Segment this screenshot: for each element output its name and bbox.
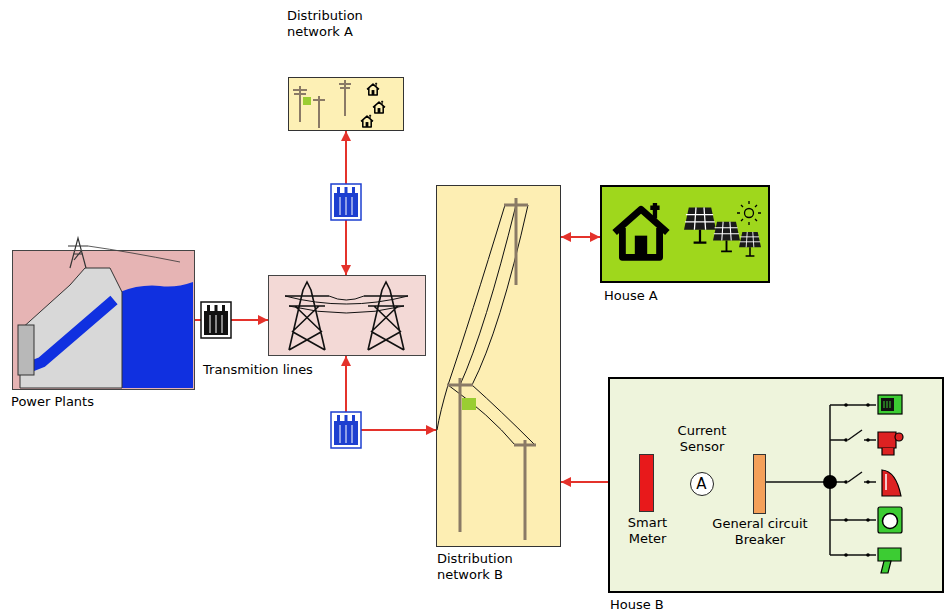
house-icon	[373, 101, 385, 113]
house-box: House A	[600, 185, 770, 283]
house-a-illustration	[615, 201, 761, 257]
sun	[737, 201, 761, 225]
house-b-ground	[608, 377, 944, 593]
sensor-circle: Current SensorA	[690, 472, 714, 496]
node-label: Power Plants	[11, 394, 161, 410]
meter-box: Smart Meter	[639, 454, 654, 512]
house-icon	[615, 203, 668, 257]
node-label: House A	[604, 288, 704, 304]
terminal-dots	[844, 403, 870, 557]
house-a-ground	[600, 185, 770, 283]
node-label: House B	[610, 597, 710, 613]
iron-icon	[882, 470, 901, 496]
node-label: General circuit Breaker	[703, 516, 817, 548]
solar-panel	[739, 232, 761, 256]
sensor-symbol: A	[690, 472, 714, 496]
transmission-towers	[285, 282, 408, 350]
dam-illustration	[18, 238, 193, 388]
pole-transformer	[303, 97, 311, 105]
power-arrow	[561, 236, 600, 238]
house-icon	[367, 83, 379, 95]
wire	[88, 246, 180, 262]
tower	[285, 282, 329, 350]
penstock	[22, 300, 114, 370]
network-box: Distribution network B	[436, 185, 561, 547]
microwave-icon	[878, 395, 902, 414]
distribution-b-illustration	[437, 198, 536, 540]
poles	[293, 80, 351, 128]
node-label: Distribution network B	[437, 551, 537, 583]
node-label: Distribution network A	[287, 8, 387, 40]
node-label: Smart Meter	[620, 515, 675, 547]
breaker-box: General circuit Breaker	[753, 454, 766, 514]
distribution-a-illustration	[293, 80, 385, 128]
transformer-symbol	[331, 184, 361, 220]
pole-transformer	[462, 398, 476, 410]
box-grounds	[12, 77, 944, 593]
network-box: Distribution network A	[288, 77, 404, 131]
washer-icon	[878, 507, 902, 533]
distribution-a-ground	[288, 77, 404, 131]
node-label: Current Sensor	[668, 423, 736, 455]
hair-dryer-icon	[878, 548, 901, 573]
solar-panel	[684, 207, 716, 242]
poles	[447, 198, 536, 540]
reservoir	[120, 282, 193, 388]
transmission-ground	[268, 275, 426, 356]
line-wires	[285, 296, 408, 313]
distribution-wires	[437, 205, 535, 445]
dam-wall	[20, 268, 122, 388]
powerhouse	[18, 325, 34, 375]
plant-box: Power Plants	[12, 250, 195, 390]
junction-dot	[823, 475, 837, 489]
power-plant-ground	[12, 250, 195, 390]
distribution-b-ground	[436, 185, 561, 547]
transmission-box: Transmition lines	[268, 275, 426, 356]
transformer-symbol	[201, 302, 231, 338]
solar-panel	[713, 222, 740, 252]
node-label: Transmition lines	[203, 362, 343, 378]
tower	[364, 282, 408, 350]
house-icon	[361, 115, 373, 127]
transformer-symbol	[331, 412, 361, 448]
pylon	[68, 238, 88, 268]
house-box: House BSmart MeterCurrent SensorAGeneral…	[608, 377, 944, 593]
grinder-icon	[878, 432, 903, 455]
